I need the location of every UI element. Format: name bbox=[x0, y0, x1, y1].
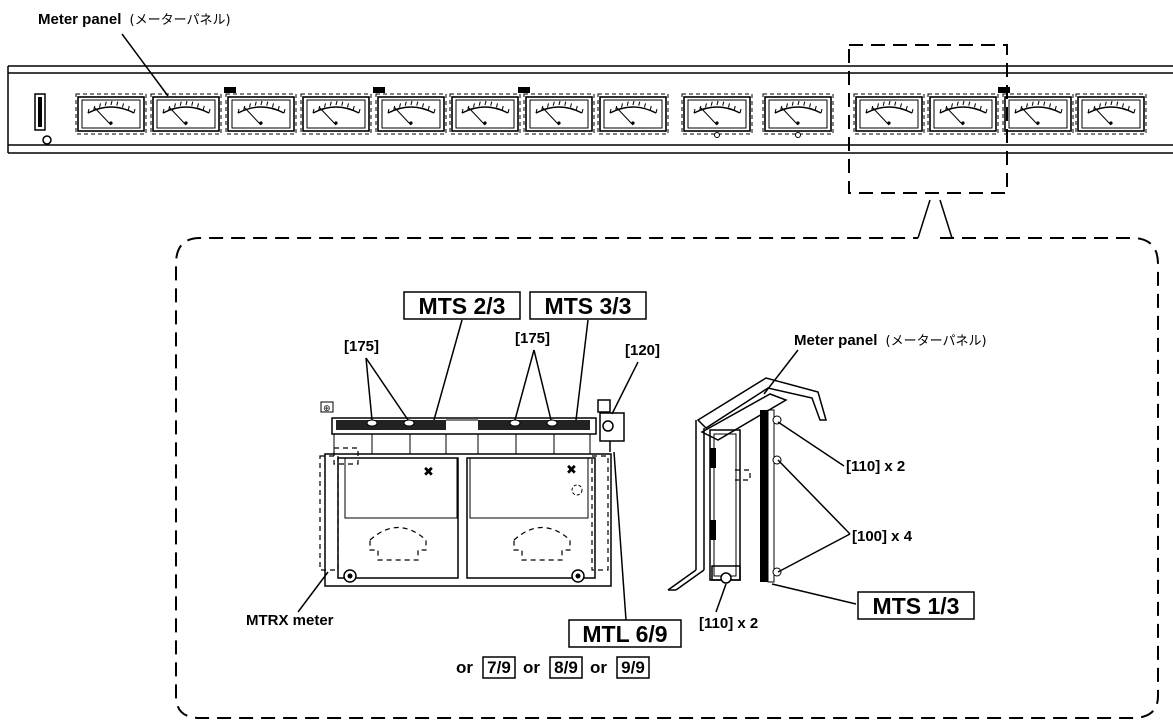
power-knob-icon bbox=[42, 135, 52, 145]
leader-mts-3-3 bbox=[575, 319, 589, 421]
screw-label-110-top: [110] x 2 bbox=[846, 458, 905, 475]
panel-tab bbox=[998, 87, 1010, 93]
mts-1-3-box bbox=[857, 591, 975, 620]
mts-2-3-label: MTS 2/3 bbox=[419, 293, 506, 319]
zoom-connector-left bbox=[917, 199, 931, 239]
side-view-assembly bbox=[667, 377, 827, 591]
panel-tab bbox=[518, 87, 530, 93]
side-bottom-screw-icon bbox=[720, 572, 732, 584]
leader-mtl bbox=[613, 451, 627, 621]
screw-icon bbox=[403, 419, 415, 427]
ground-screw-icon bbox=[602, 420, 614, 432]
leader-mtrx bbox=[297, 571, 329, 613]
svg-text:✖: ✖ bbox=[423, 465, 434, 480]
leader-100-a bbox=[777, 459, 851, 535]
panel-meter bbox=[523, 93, 595, 135]
alt-9-9-box bbox=[616, 656, 650, 679]
side-screw-icon bbox=[772, 567, 782, 577]
alt-7-9-label: 7/9 bbox=[487, 658, 511, 677]
panel-tab bbox=[373, 87, 385, 93]
meter-panel-strip bbox=[7, 65, 1173, 154]
panel-meter bbox=[150, 93, 222, 135]
svg-text:⊕: ⊕ bbox=[323, 404, 331, 414]
leader-side-panel bbox=[763, 349, 799, 395]
panel-meter bbox=[1002, 93, 1074, 135]
or-text-3: or bbox=[590, 658, 607, 677]
or-text-2: or bbox=[523, 658, 540, 677]
strip-meters bbox=[75, 87, 1147, 138]
screw-icon bbox=[509, 419, 521, 427]
panel-meter bbox=[375, 93, 447, 135]
alt-7-9-box bbox=[482, 656, 516, 679]
panel-meter bbox=[1075, 93, 1147, 135]
panel-meter bbox=[762, 93, 834, 138]
leader-110-bottom bbox=[715, 583, 727, 613]
panel-meter bbox=[853, 93, 925, 135]
alt-8-9-label: 8/9 bbox=[554, 658, 578, 677]
leader-100-b bbox=[777, 533, 851, 573]
panel-meter bbox=[225, 93, 297, 135]
panel-meter bbox=[927, 93, 999, 135]
screw-icon bbox=[546, 419, 558, 427]
panel-meter bbox=[449, 93, 521, 135]
title-leader-line bbox=[121, 33, 169, 97]
mtl-6-9-label: MTL 6/9 bbox=[582, 621, 667, 647]
mts-3-3-box bbox=[529, 291, 647, 320]
panel-tab bbox=[224, 87, 236, 93]
front-view-meter-pair: ⊕ ✖ ✖ bbox=[319, 399, 625, 587]
mts-3-3-label: MTS 3/3 bbox=[545, 293, 632, 319]
screw-label-120: [120] bbox=[625, 342, 660, 359]
screw-label-100: [100] x 4 bbox=[852, 528, 913, 545]
detail-enclosure bbox=[175, 237, 1159, 719]
leader-mts-1-3 bbox=[771, 583, 857, 605]
mts-2-3-box bbox=[403, 291, 521, 320]
leader-mts-2-3 bbox=[433, 319, 463, 421]
mtl-6-9-box bbox=[568, 619, 682, 648]
panel-meter bbox=[681, 93, 753, 138]
screw-icon bbox=[366, 419, 378, 427]
panel-meter bbox=[300, 93, 372, 135]
mtrx-meter-label: MTRX meter bbox=[246, 612, 334, 629]
mts-1-3-label: MTS 1/3 bbox=[873, 593, 960, 619]
screw-label-175-left: [175] bbox=[344, 338, 379, 355]
zoom-connector-right bbox=[939, 199, 953, 239]
alt-8-9-box bbox=[549, 656, 583, 679]
panel-meter bbox=[75, 93, 147, 135]
screw-label-175-right: [175] bbox=[515, 330, 550, 347]
alt-9-9-label: 9/9 bbox=[621, 658, 645, 677]
screw-label-110-bottom: [110] x 2 bbox=[699, 615, 758, 632]
side-meter-panel-label: Meter panel (メーターパネル) bbox=[794, 332, 987, 349]
meter-panel-title: Meter panel (メーターパネル) bbox=[38, 11, 231, 28]
svg-text:✖: ✖ bbox=[566, 463, 577, 478]
panel-meter bbox=[597, 93, 669, 135]
leader-110-top bbox=[777, 421, 845, 467]
or-text-1: or bbox=[456, 658, 473, 677]
zoom-highlight-box bbox=[848, 44, 1008, 194]
